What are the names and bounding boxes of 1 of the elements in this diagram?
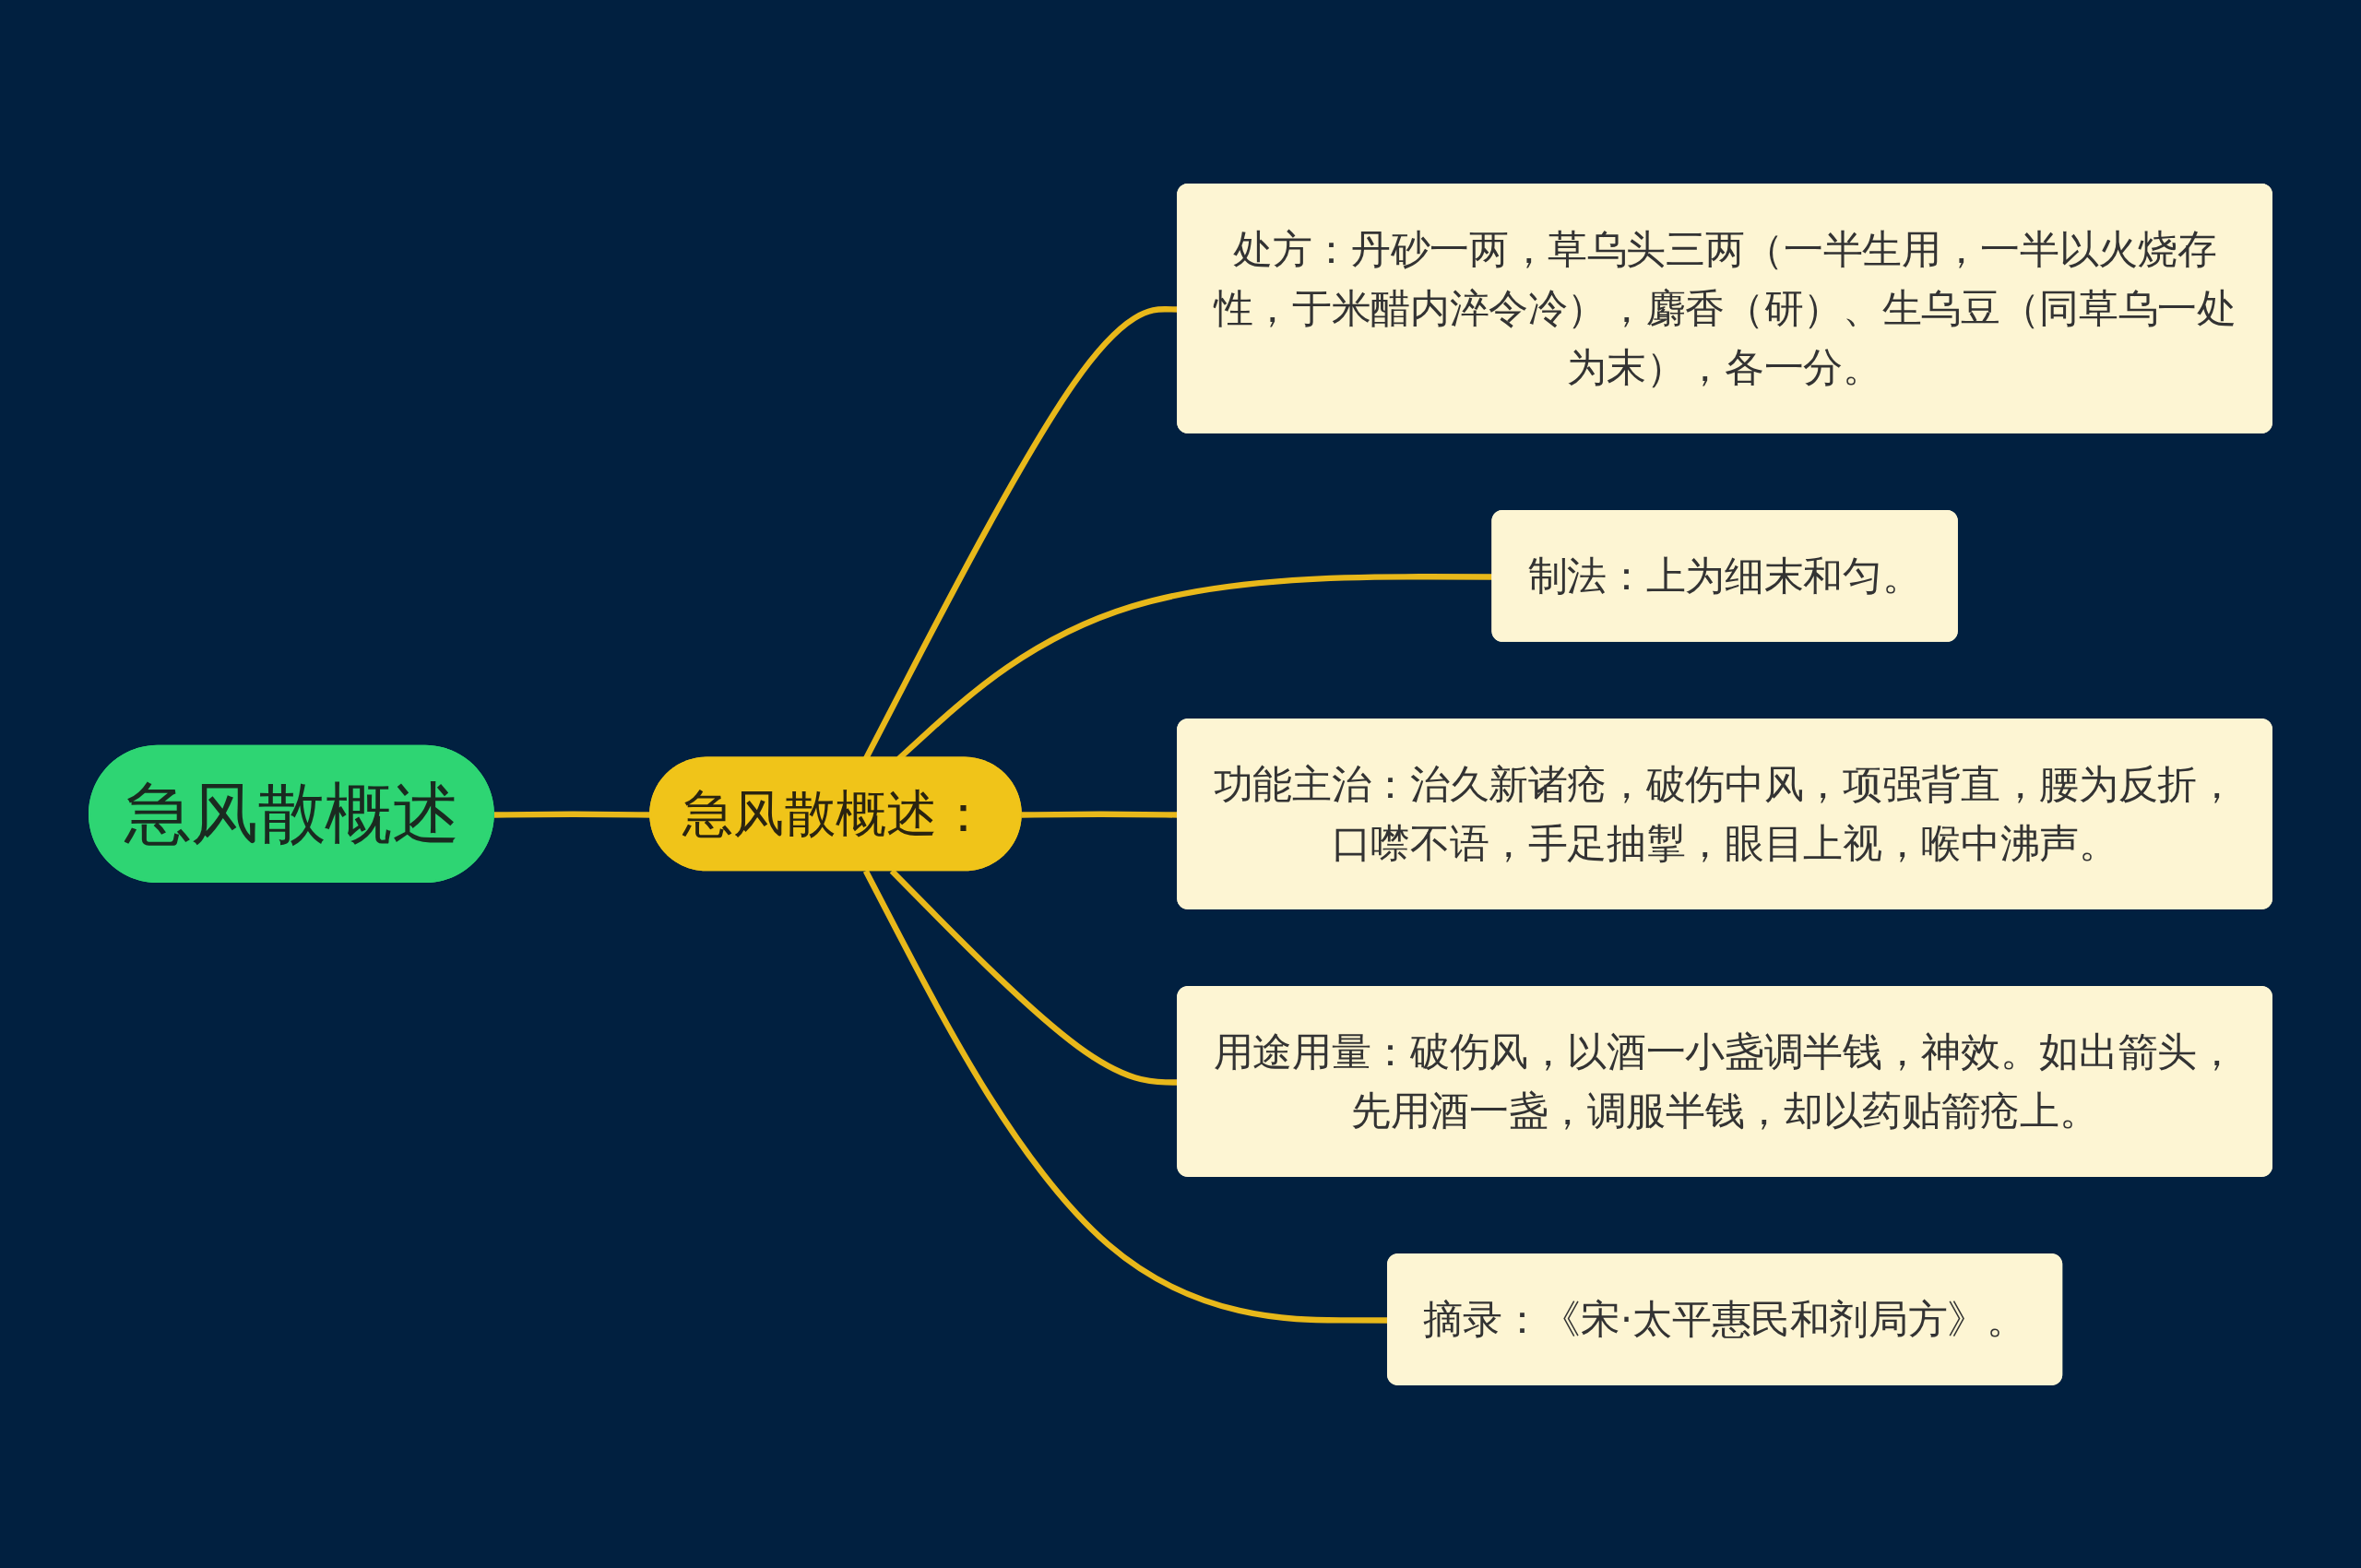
- mind-map: 急风散概述 急风散概述： 处方：丹砂一两，草乌头三两（一半生用，一半以火烧存性，于米醋内淬令冷），麝香（研）、生乌豆（同草乌一处为末），各一分。 制法：上为细末和匀。 功能主治：治久新诸疮，破伤中风，项强背直，腰为反折，口噤不语，手足抽掣，眼目上视，喉中沸声。 用途用量：破伤风，以酒一小盏调半钱，神效。如出箭头，先用酒一盏，调服半钱，却以药贴箭疮上。 摘录：《宋·太平惠民和剂局方》。: [74, 168, 2287, 1400]
